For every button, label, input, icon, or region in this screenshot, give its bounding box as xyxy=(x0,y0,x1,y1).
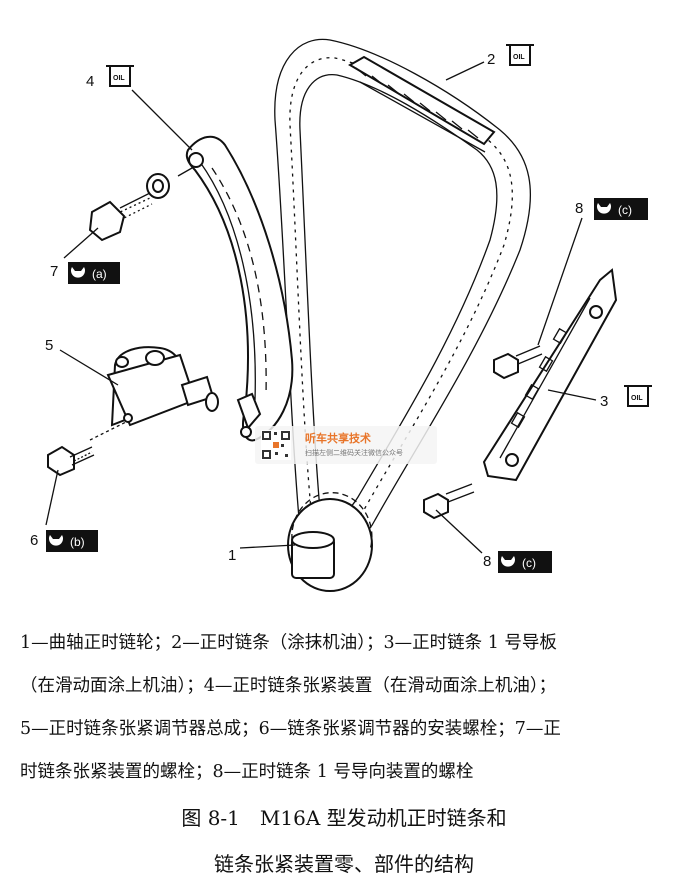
svg-text:OIL: OIL xyxy=(631,395,643,402)
legend-line: 1—曲轴正时链轮；2—正时链条（涂抹机油）；3—正时链条 1 号导板 xyxy=(20,633,557,653)
watermark-title: 听车共享技术 xyxy=(305,432,371,445)
torque-badge-c-lower: (c) xyxy=(498,551,552,573)
callout-7: 7 xyxy=(50,263,58,280)
svg-text:(a): (a) xyxy=(92,267,107,281)
timing-chain-diagram: 1 2 3 4 5 6 7 8 8 OIL OIL OIL (b) (a) (c… xyxy=(30,38,652,592)
figure-title-line-1: 图 8-1 M16A 型发动机正时链条和 xyxy=(181,806,507,830)
legend-line: （在滑动面涂上机油）；4—正时链条张紧装置（在滑动面涂上机油）； xyxy=(20,676,557,696)
legend: 1—曲轴正时链轮；2—正时链条（涂抹机油）；3—正时链条 1 号导板 （在滑动面… xyxy=(20,622,675,794)
svg-text:(c): (c) xyxy=(522,556,536,570)
legend-line: 时链条张紧装置的螺栓；8—正时链条 1 号导向装置的螺栓 xyxy=(20,762,474,782)
svg-text:(c): (c) xyxy=(618,203,632,217)
chain-link-detail xyxy=(348,55,496,153)
adjuster-bolt xyxy=(47,445,95,477)
watermark: 听车共享技术 扫描左侧二维码关注微信公众号 xyxy=(255,426,437,464)
oil-can-icon: OIL xyxy=(506,44,534,66)
tensioner-adjuster xyxy=(89,346,219,441)
torque-badge-a: (a) xyxy=(68,262,120,284)
svg-text:(b): (b) xyxy=(70,535,85,549)
qr-code-icon xyxy=(261,430,291,460)
figure-title: 图 8-1 M16A 型发动机正时链条和 链条张紧装置零、部件的结构 xyxy=(0,795,688,887)
oil-can-icon: OIL xyxy=(624,385,652,407)
callout-1: 1 xyxy=(228,547,236,564)
torque-badge-b: (b) xyxy=(46,530,98,552)
callout-8-upper: 8 xyxy=(575,200,583,217)
callout-3: 3 xyxy=(600,393,608,410)
guide-bolt-upper xyxy=(493,345,543,380)
svg-text:OIL: OIL xyxy=(513,54,525,61)
oil-can-icon: OIL xyxy=(106,65,134,87)
chain-guide xyxy=(482,268,618,482)
callout-2: 2 xyxy=(487,51,495,68)
legend-line: 5—正时链条张紧调节器总成；6—链条张紧调节器的安装螺栓；7—正 xyxy=(20,719,561,739)
callout-4: 4 xyxy=(86,73,94,90)
leader-lines xyxy=(45,61,597,554)
watermark-subtitle: 扫描左侧二维码关注微信公众号 xyxy=(305,449,403,457)
tensioner-bolt xyxy=(88,167,193,242)
callout-5: 5 xyxy=(45,337,53,354)
figure-title-line-2: 链条张紧装置零、部件的结构 xyxy=(214,852,474,876)
guide-bolt-lower xyxy=(423,483,475,520)
callout-6: 6 xyxy=(30,532,38,549)
callout-8-lower: 8 xyxy=(483,553,491,570)
crankshaft-sprocket xyxy=(287,492,373,592)
torque-badge-c-upper: (c) xyxy=(594,198,648,220)
svg-text:OIL: OIL xyxy=(113,75,125,82)
